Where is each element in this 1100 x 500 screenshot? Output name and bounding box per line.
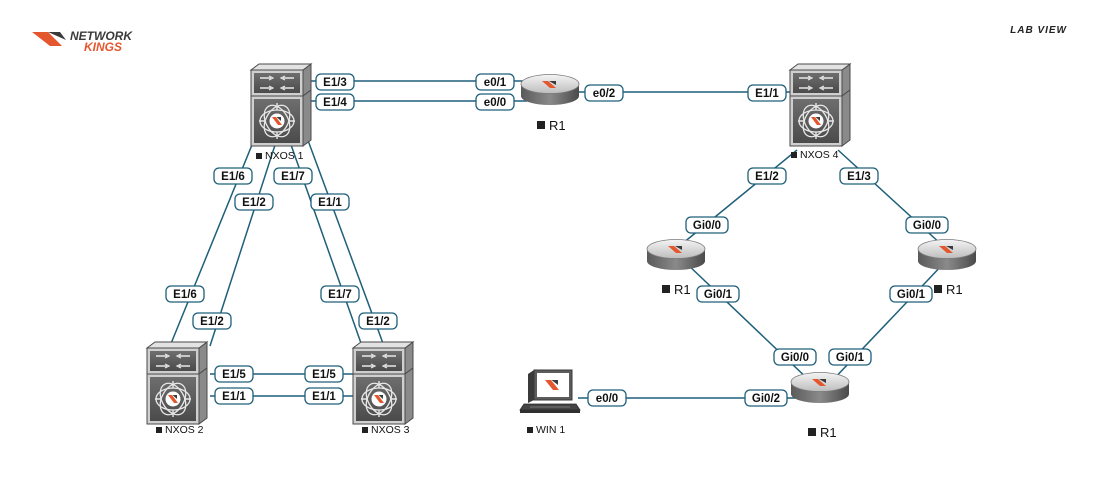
interface-label: E1/7	[320, 285, 360, 303]
node-label-r1-right: R1	[946, 282, 963, 297]
svg-text:e0/0: e0/0	[596, 393, 618, 405]
svg-text:E1/1: E1/1	[755, 88, 779, 100]
logo-line2: KINGS	[84, 40, 122, 54]
interface-labels: E1/3 e0/1 E1/4 e0/0 e0/2 E1/1 E1/6 E1/6 …	[165, 73, 949, 407]
interface-label: e0/0	[587, 389, 627, 407]
logo-mark-icon	[32, 32, 62, 46]
interface-label: E1/6	[213, 167, 253, 185]
interface-label: Gi0/0	[773, 348, 817, 366]
interface-label: E1/2	[234, 193, 274, 211]
interface-label: E1/1	[304, 387, 344, 405]
svg-text:E1/2: E1/2	[755, 171, 779, 183]
svg-text:E1/3: E1/3	[323, 77, 347, 89]
svg-text:E1/6: E1/6	[173, 289, 197, 301]
svg-text:E1/7: E1/7	[328, 289, 352, 301]
interface-label: E1/5	[304, 365, 344, 383]
device-r1-top[interactable]: R1	[520, 74, 580, 134]
svg-text:e0/1: e0/1	[484, 77, 507, 89]
logo-line1: NETWORK	[70, 29, 133, 43]
interface-label: Gi0/0	[685, 216, 729, 234]
interface-label: E1/5	[214, 365, 254, 383]
brand-logo: NETWORK KINGS	[32, 29, 133, 54]
nexus-switch-icon	[250, 63, 312, 147]
interface-label: Gi0/1	[696, 285, 740, 303]
router-icon	[790, 372, 850, 404]
lab-view-label: LAB VIEW	[1010, 25, 1067, 36]
svg-text:E1/1: E1/1	[312, 391, 336, 403]
svg-text:Gi0/0: Gi0/0	[693, 220, 721, 232]
svg-text:e0/2: e0/2	[593, 88, 615, 100]
svg-text:Gi0/1: Gi0/1	[897, 289, 926, 301]
link-nxos1-nxos3-e1-1	[305, 134, 385, 347]
node-label-nxos3: NXOS 3	[371, 424, 410, 436]
interface-label: E1/2	[747, 167, 787, 185]
svg-text:Gi0/1: Gi0/1	[704, 289, 733, 301]
interface-label: E1/4	[315, 93, 355, 111]
interface-label: E1/2	[192, 312, 232, 330]
router-icon	[646, 239, 706, 271]
device-win1[interactable]: WIN 1	[519, 369, 581, 436]
interface-label: E1/3	[315, 73, 355, 91]
svg-text:Gi0/0: Gi0/0	[913, 220, 941, 232]
interface-label: Gi0/2	[744, 389, 788, 407]
interface-label: Gi0/1	[889, 285, 933, 303]
node-label-win1: WIN 1	[536, 424, 565, 436]
device-nxos2[interactable]: NXOS 2	[146, 341, 208, 436]
svg-text:E1/3: E1/3	[847, 171, 871, 183]
svg-text:E1/4: E1/4	[323, 97, 347, 109]
svg-text:Gi0/2: Gi0/2	[752, 393, 780, 405]
router-icon	[520, 74, 580, 106]
svg-text:E1/5: E1/5	[222, 369, 246, 381]
interface-label: E1/1	[310, 193, 350, 211]
node-label-r1-left: R1	[674, 282, 691, 297]
node-label-r1-top: R1	[549, 118, 566, 133]
interface-label: E1/1	[747, 84, 787, 102]
node-label-nxos1: NXOS 1	[265, 150, 304, 162]
workstation-icon	[519, 369, 581, 414]
svg-text:E1/2: E1/2	[366, 316, 390, 328]
nexus-switch-icon	[789, 63, 851, 147]
device-r1-left[interactable]: R1	[646, 239, 706, 298]
svg-text:E1/1: E1/1	[222, 391, 246, 403]
node-label-r1-bottom: R1	[820, 425, 837, 440]
svg-text:Gi0/0: Gi0/0	[781, 352, 809, 364]
device-r1-right[interactable]: R1	[917, 239, 977, 298]
svg-text:E1/2: E1/2	[242, 197, 266, 209]
svg-text:E1/5: E1/5	[312, 369, 336, 381]
interface-label: e0/0	[475, 93, 515, 111]
device-nxos1[interactable]: NXOS 1	[250, 63, 312, 162]
device-nxos4[interactable]: NXOS 4	[789, 63, 851, 161]
interface-label: Gi0/1	[828, 348, 872, 366]
nexus-switch-icon	[146, 341, 208, 425]
svg-text:e0/0: e0/0	[484, 97, 506, 109]
node-label-nxos2: NXOS 2	[165, 424, 204, 436]
svg-text:E1/6: E1/6	[221, 171, 245, 183]
svg-text:Gi0/1: Gi0/1	[836, 352, 865, 364]
device-nxos3[interactable]: NXOS 3	[352, 341, 414, 436]
nexus-switch-icon	[352, 341, 414, 425]
interface-label: E1/7	[273, 167, 313, 185]
interface-label: E1/1	[214, 387, 254, 405]
interface-label: e0/2	[584, 84, 624, 102]
interface-label: E1/3	[839, 167, 879, 185]
link-nxos1-nxos2-e1-2	[209, 141, 277, 347]
svg-text:E1/1: E1/1	[318, 197, 342, 209]
interface-label: e0/1	[475, 73, 515, 91]
interface-label: E1/6	[165, 285, 205, 303]
svg-text:E1/2: E1/2	[200, 316, 224, 328]
svg-text:E1/7: E1/7	[281, 171, 305, 183]
interface-label: E1/2	[358, 312, 398, 330]
device-r1-bottom[interactable]: R1	[790, 372, 850, 441]
node-label-nxos4: NXOS 4	[800, 149, 839, 161]
router-icon	[917, 239, 977, 271]
interface-label: Gi0/0	[905, 216, 949, 234]
